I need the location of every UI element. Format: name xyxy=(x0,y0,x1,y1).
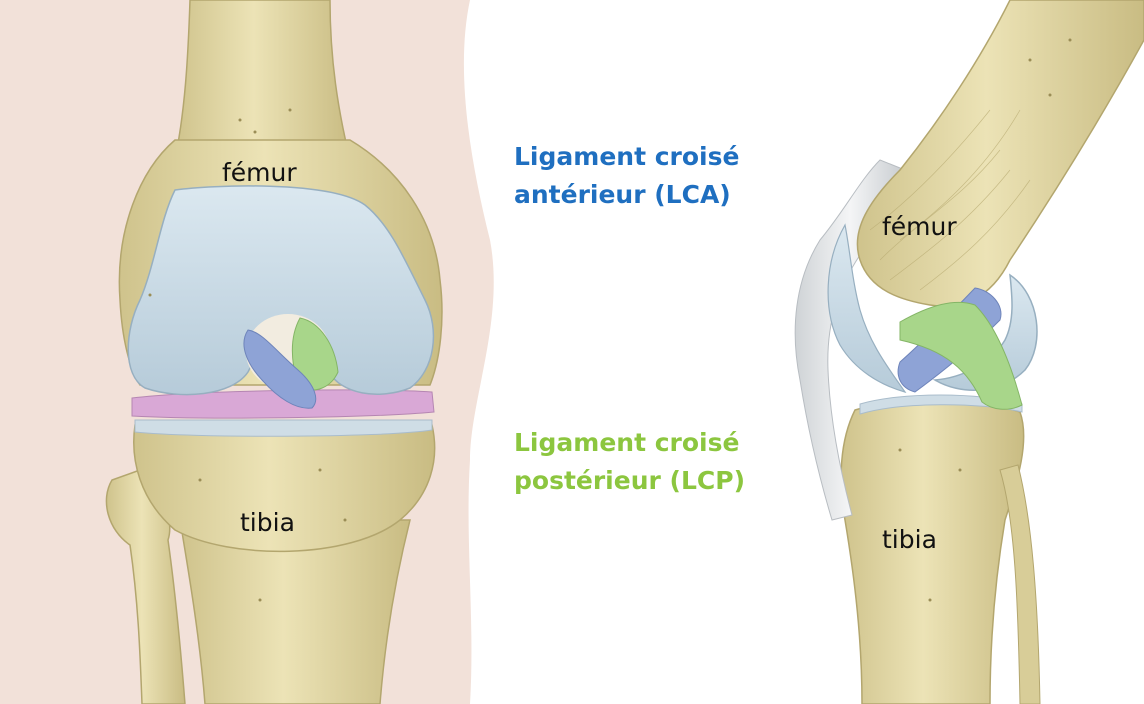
front-view xyxy=(0,0,494,704)
tibia-shaft xyxy=(179,519,411,704)
meniscus xyxy=(131,389,435,419)
bone-texture-side xyxy=(898,38,1072,602)
femur-cartilage-side xyxy=(932,273,1038,391)
fibula-side xyxy=(999,464,1041,704)
femur-label-front: fémur xyxy=(222,158,297,187)
lcp-caption-line2: postérieur (LCP) xyxy=(514,466,745,495)
lcp-caption-line1: Ligament croisé xyxy=(514,428,740,457)
lca-front xyxy=(243,329,317,409)
side-view xyxy=(794,0,1144,704)
lca-caption-line2: antérieur (LCA) xyxy=(514,180,731,209)
femur-shaft xyxy=(174,0,351,161)
femur-label-side: fémur xyxy=(882,212,957,241)
tibia-label-front: tibia xyxy=(240,508,295,537)
femur-shaft-side xyxy=(856,0,1144,307)
lcp-side xyxy=(899,301,1023,410)
patella-cartilage xyxy=(827,223,907,394)
lcp-caption: Ligament croisé postérieur (LCP) xyxy=(514,424,745,500)
femur-trabecular-texture xyxy=(869,109,1031,291)
lca-caption-line1: Ligament croisé xyxy=(514,142,740,171)
lcp-front xyxy=(291,317,339,391)
bone-texture-front xyxy=(148,108,347,602)
lca-caption: Ligament croisé antérieur (LCA) xyxy=(514,138,739,214)
tibia-label-side: tibia xyxy=(882,525,937,554)
tibia-cartilage xyxy=(134,419,433,437)
tibia-plateau xyxy=(133,424,436,553)
